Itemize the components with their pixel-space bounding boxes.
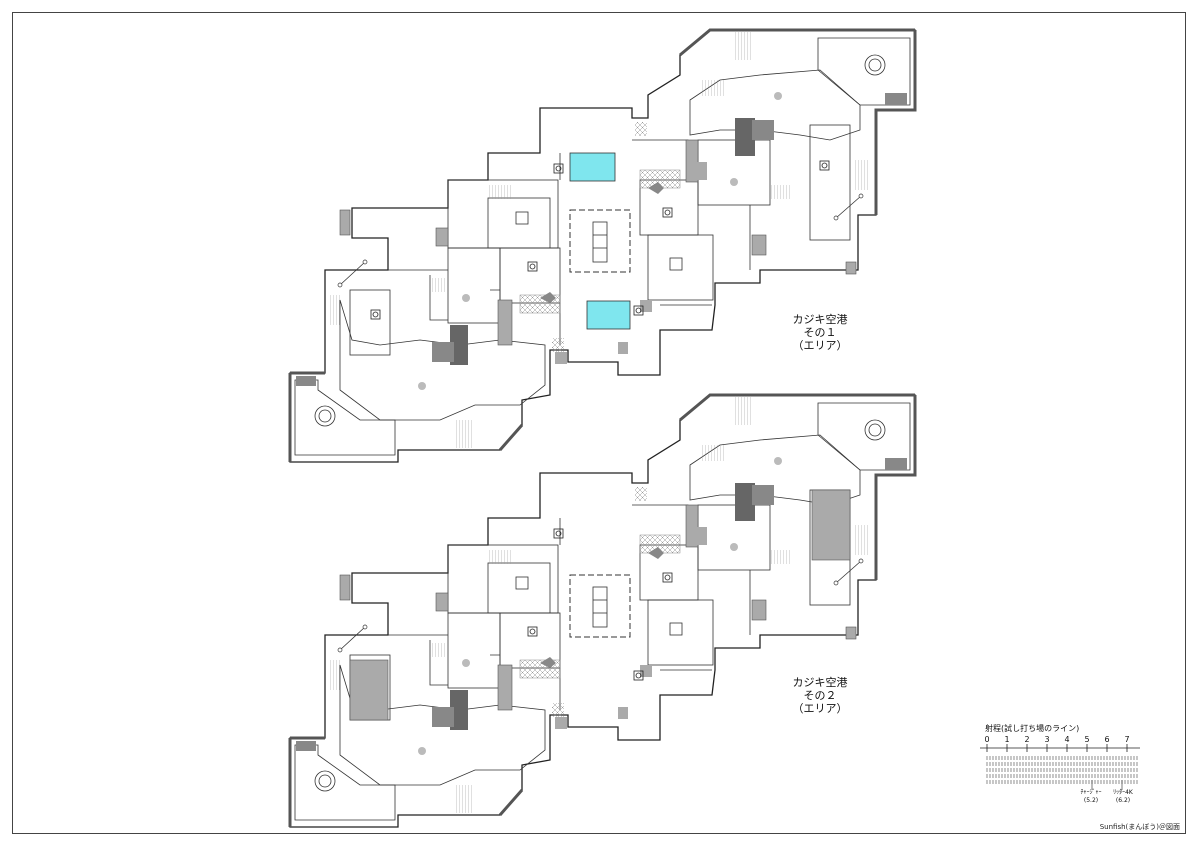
range-scale-title: 射程(試し打ち場のライン) <box>985 724 1080 733</box>
gray-block <box>811 489 851 561</box>
credit: Sunfish(まんぼう)＠図面 <box>1099 823 1180 831</box>
highlight-zone <box>569 152 616 182</box>
marker-name: ﾁｬｰｼﾞｬｰ <box>1080 789 1102 796</box>
map-title: カジキ空港 <box>792 676 848 689</box>
range-marker: ﾘｯﾀｰ4K (6.2) <box>1103 789 1143 805</box>
map-2 <box>288 393 917 829</box>
range-scale <box>980 744 1140 790</box>
scale-tick: 2 <box>1024 735 1030 744</box>
map-1 <box>288 28 917 464</box>
scale-tick: 3 <box>1044 735 1050 744</box>
scale-tick: 6 <box>1104 735 1110 744</box>
map-2-label: カジキ空港 その２ （エリア） <box>780 676 860 715</box>
scale-tick: 0 <box>984 735 990 744</box>
gray-block <box>349 659 389 721</box>
marker-value: (6.2) <box>1115 797 1131 804</box>
scale-tick: 4 <box>1064 735 1070 744</box>
scale-tick: 1 <box>1004 735 1010 744</box>
map-note: （エリア） <box>792 702 848 715</box>
marker-value: (5.2) <box>1083 797 1099 804</box>
marker-name: ﾘｯﾀｰ4K <box>1113 789 1133 796</box>
map-subtitle: その１ <box>803 326 837 339</box>
scale-tick: 7 <box>1124 735 1130 744</box>
scale-tick: 5 <box>1084 735 1090 744</box>
range-marker: ﾁｬｰｼﾞｬｰ (5.2) <box>1071 789 1111 805</box>
map-note: （エリア） <box>792 339 848 352</box>
map-title: カジキ空港 <box>792 313 848 326</box>
map-1-label: カジキ空港 その１ （エリア） <box>780 313 860 352</box>
highlight-zone <box>586 300 631 330</box>
map-subtitle: その２ <box>803 689 837 702</box>
page-frame <box>12 12 1186 834</box>
